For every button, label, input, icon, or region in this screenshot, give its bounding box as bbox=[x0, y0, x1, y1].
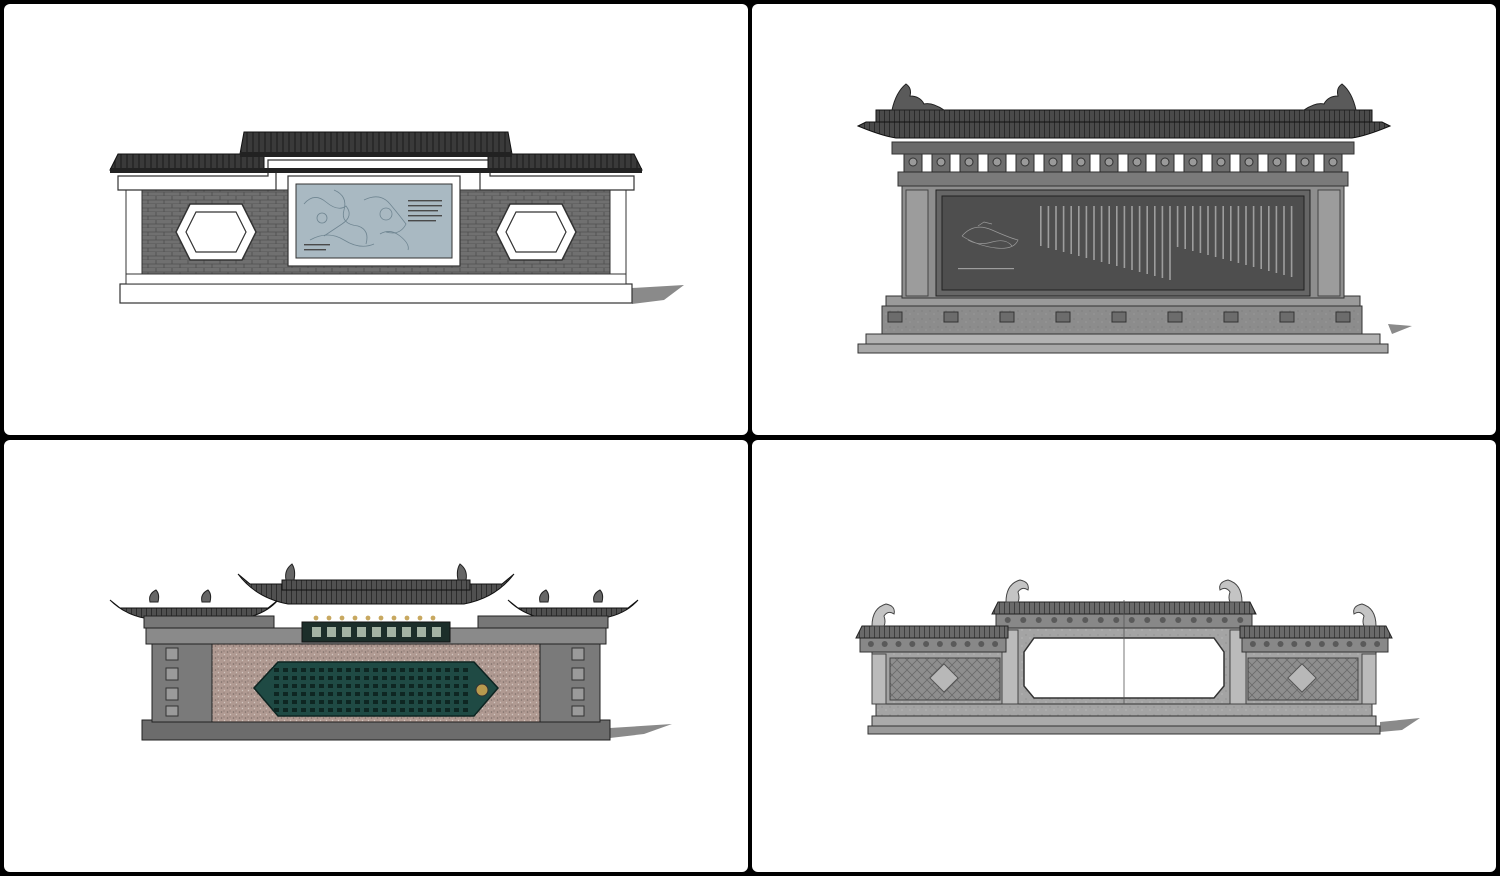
stone-wall-drawing bbox=[855, 579, 1420, 735]
ground-shadow bbox=[632, 285, 684, 304]
stepped-frieze bbox=[117, 159, 635, 191]
base-plinth bbox=[119, 283, 633, 304]
ground-shadow bbox=[610, 724, 672, 738]
gold-medallion bbox=[475, 683, 489, 697]
base-step-bottom bbox=[867, 725, 1381, 735]
inscription-panel bbox=[941, 195, 1305, 291]
map-engraving bbox=[961, 221, 1019, 249]
left-column bbox=[905, 189, 929, 297]
temple-wall-drawing bbox=[109, 563, 672, 741]
right-hexagon-window bbox=[495, 203, 577, 261]
base-step-middle bbox=[871, 715, 1377, 727]
left-pillar bbox=[125, 189, 143, 285]
inscription-text-columns bbox=[1040, 206, 1293, 280]
roof-ridge bbox=[875, 109, 1373, 123]
ground-shadow bbox=[1388, 324, 1412, 334]
center-ridge bbox=[281, 579, 471, 591]
center-roof-eave bbox=[240, 152, 512, 157]
panel-stone-blank-wall bbox=[752, 440, 1496, 872]
base-step-middle bbox=[865, 333, 1381, 345]
ground-shadow bbox=[1380, 718, 1420, 732]
panel-brick-screen-wall bbox=[4, 4, 748, 435]
plaque-characters bbox=[312, 627, 441, 637]
tower-blocks bbox=[165, 647, 585, 717]
architrave bbox=[897, 171, 1349, 187]
right-column bbox=[1317, 189, 1341, 297]
bracket-row bbox=[867, 617, 1381, 647]
right-rosette bbox=[1287, 663, 1317, 693]
relief-carving bbox=[303, 189, 409, 251]
brick-screen-wall-drawing bbox=[109, 131, 684, 304]
right-roof bbox=[1239, 625, 1393, 639]
base-step-bottom bbox=[857, 343, 1389, 354]
roof-ornaments bbox=[149, 563, 604, 603]
panel-imperial-inscription-wall bbox=[752, 4, 1496, 435]
center-roof bbox=[239, 131, 513, 155]
hip-roof bbox=[856, 121, 1392, 139]
gold-studs bbox=[313, 615, 436, 621]
right-tower bbox=[539, 639, 601, 723]
left-hexagon-window bbox=[175, 203, 257, 261]
right-pillar bbox=[609, 189, 627, 285]
left-roof-base bbox=[143, 615, 275, 629]
left-side-roof bbox=[109, 599, 279, 619]
plinth bbox=[875, 703, 1373, 717]
base bbox=[141, 719, 611, 741]
roof-eave bbox=[110, 168, 642, 173]
ridge-curls bbox=[871, 579, 1377, 627]
right-side-roof bbox=[507, 599, 639, 619]
cornice bbox=[891, 141, 1355, 155]
left-roof bbox=[855, 625, 1009, 639]
imperial-wall-drawing bbox=[856, 83, 1412, 354]
left-end-post bbox=[871, 653, 887, 705]
right-ridge-beast bbox=[1302, 83, 1357, 111]
bracket-row bbox=[903, 153, 1343, 173]
lattice-text bbox=[274, 668, 468, 712]
left-rosette bbox=[929, 663, 959, 693]
right-end-post bbox=[1361, 653, 1377, 705]
map-caption-mark bbox=[958, 268, 1014, 270]
right-roof-base bbox=[477, 615, 609, 629]
wall-footing bbox=[125, 273, 627, 285]
left-ridge-beast bbox=[891, 83, 946, 111]
left-tower bbox=[151, 639, 213, 723]
plinth-medallions bbox=[887, 311, 1351, 323]
relief-inscription-marks bbox=[304, 200, 442, 251]
panel-temple-screen-wall bbox=[4, 440, 748, 872]
